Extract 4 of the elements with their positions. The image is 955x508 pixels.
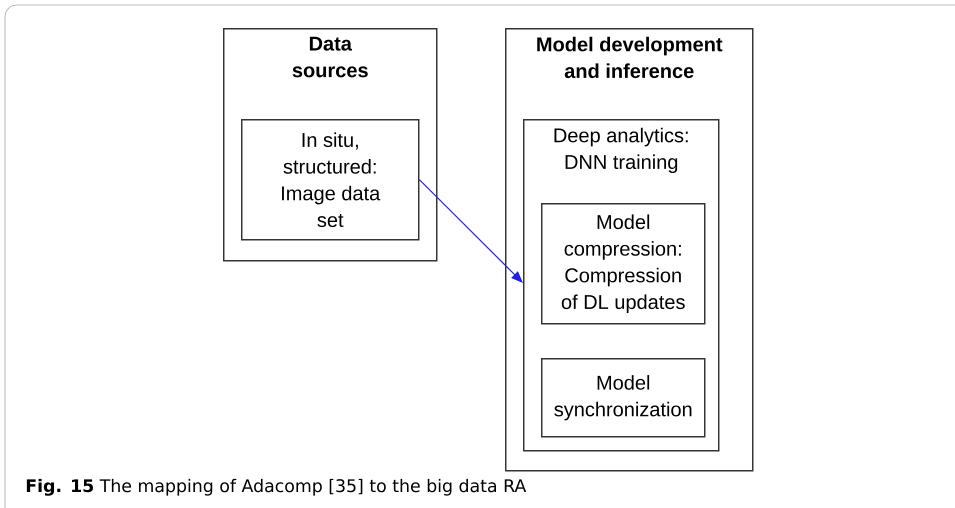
process-box: In situ, structured: Image data set [241, 119, 420, 240]
process-box: Model synchronization [541, 358, 706, 438]
caption: Fig. 15 The mapping of Adacomp [35] to the big data RA [26, 478, 526, 496]
process-box: Model compression: Compression of DL updates [541, 203, 706, 324]
